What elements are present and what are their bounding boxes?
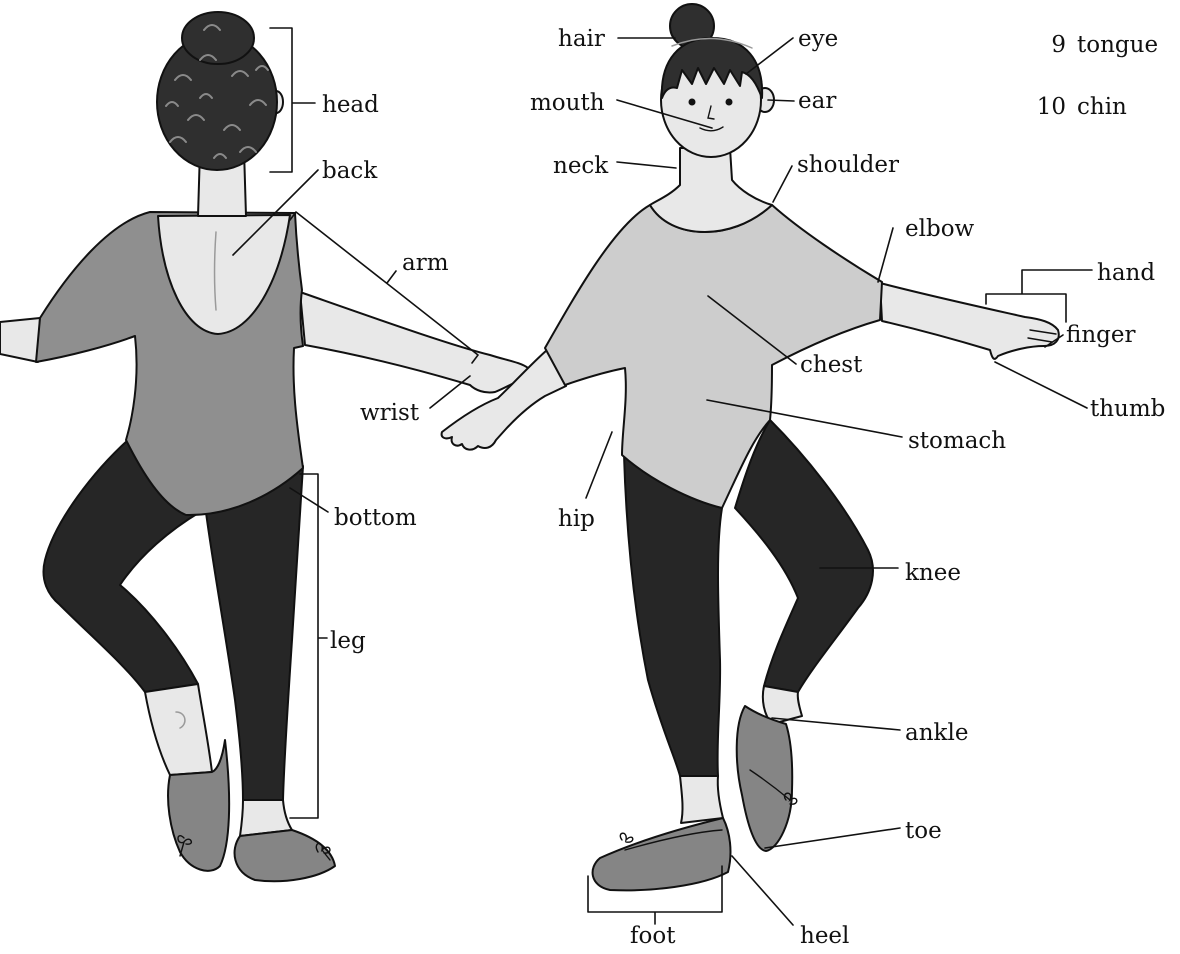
extra-word-number: 10 (1037, 94, 1066, 120)
back-view-figure (0, 12, 528, 881)
label-elbow: elbow (905, 216, 975, 242)
back-view-hair-bun (182, 12, 254, 64)
extra-word-chin: chin (1077, 94, 1127, 120)
front-view-bent-leg (735, 420, 873, 692)
label-hair: hair (558, 26, 605, 52)
label-stomach: stomach (908, 428, 1006, 454)
label-shoulder: shoulder (797, 152, 899, 178)
label-foot: foot (630, 923, 676, 949)
back-view-right-shoe (235, 830, 335, 881)
label-back: back (322, 158, 378, 184)
extra-word-number: 9 (1051, 32, 1066, 58)
label-knee: knee (905, 560, 961, 586)
label-hip: hip (558, 506, 595, 532)
thumb-pointer (995, 362, 1087, 408)
label-toe: toe (905, 818, 942, 844)
front-view-standing-shoe (593, 818, 731, 890)
extra-words-list: 9 tongue 10 chin (1037, 32, 1158, 120)
back-view-right-arm (300, 292, 528, 393)
heel-pointer (732, 856, 793, 925)
label-head: head (322, 92, 379, 118)
label-mouth: mouth (530, 90, 605, 116)
extra-word-tongue: tongue (1077, 32, 1158, 58)
label-neck: neck (553, 153, 609, 179)
front-view-left-eye (689, 99, 696, 106)
front-view-right-eye (726, 99, 733, 106)
label-finger: finger (1066, 322, 1135, 348)
front-view-standing-ankle (680, 776, 723, 823)
hip-pointer (586, 432, 612, 498)
label-thumb: thumb (1090, 396, 1165, 422)
label-heel: heel (800, 923, 849, 949)
toe-pointer (765, 828, 900, 848)
shoulder-pointer (773, 166, 792, 202)
label-wrist: wrist (360, 400, 420, 426)
ear-pointer (768, 100, 794, 101)
ankle-pointer (772, 718, 900, 730)
label-leg: leg (330, 628, 366, 654)
label-hand: hand (1097, 260, 1155, 286)
neck-pointer (617, 162, 676, 168)
back-view-straight-leg (205, 466, 303, 800)
back-view-left-arm (0, 318, 40, 362)
wrist-pointer (430, 376, 470, 408)
front-view-neck (650, 148, 772, 232)
elbow-pointer (878, 228, 893, 282)
label-ankle: ankle (905, 720, 968, 746)
front-view-pointed-foot (737, 706, 793, 851)
back-view-bent-ankle (145, 684, 212, 775)
label-chest: chest (800, 352, 863, 378)
label-eye: eye (798, 26, 838, 52)
label-arm: arm (402, 250, 449, 276)
label-bottom: bottom (334, 505, 417, 531)
label-ear: ear (798, 88, 836, 114)
